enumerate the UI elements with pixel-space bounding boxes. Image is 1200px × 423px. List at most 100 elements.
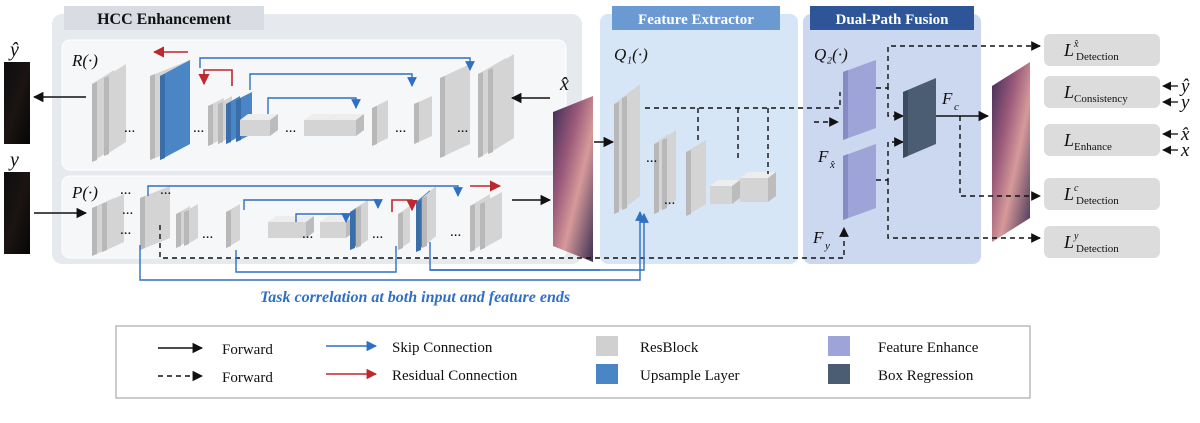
svg-text:...: ... <box>450 224 461 240</box>
legend-resblock-swatch <box>596 336 618 356</box>
feature-enhance-bottom <box>843 144 876 220</box>
image-y-hat <box>4 62 30 144</box>
resblock <box>372 100 388 146</box>
label-y: y <box>8 149 19 171</box>
resblock <box>398 206 410 250</box>
loss-box-frame <box>1044 124 1160 156</box>
resblock <box>622 84 640 210</box>
resblock <box>276 216 314 238</box>
resblock <box>414 96 432 144</box>
network-blocks <box>92 54 776 256</box>
svg-text:...: ... <box>193 120 204 136</box>
resblock <box>184 204 198 246</box>
legend-resblock: ResBlock <box>640 340 699 356</box>
skip-to-fe <box>430 213 649 271</box>
svg-text:...: ... <box>646 150 657 166</box>
loss-label: LEnhance <box>1063 130 1112 153</box>
loss-box: LConsistency ŷy <box>1044 76 1190 113</box>
svg-text:x̂: x̂ <box>829 159 835 171</box>
dashed-arrows <box>159 41 1041 259</box>
svg-text:...: ... <box>120 222 131 238</box>
loss-box-frame <box>1044 178 1160 210</box>
svg-text:...: ... <box>285 120 296 136</box>
resblock <box>422 186 436 248</box>
svg-text:y: y <box>824 240 830 252</box>
label-q1-func: Q₁(·) <box>614 45 648 64</box>
resblock <box>226 204 240 248</box>
svg-text:F: F <box>812 228 824 247</box>
resblock <box>440 64 470 158</box>
svg-text:F: F <box>817 147 829 166</box>
loss-label: LConsistency <box>1063 82 1128 105</box>
label-x-hat: x̂ <box>559 73 569 95</box>
legend-upsample: Upsample Layer <box>640 368 740 384</box>
svg-text:...: ... <box>395 120 406 136</box>
svg-text:c: c <box>954 101 959 113</box>
label-f-xhat: F x̂ <box>817 147 835 171</box>
loss-input-symbol: x̂ <box>1180 124 1190 145</box>
label-f-y: F y <box>812 228 830 252</box>
svg-text:...: ... <box>302 226 313 242</box>
image-y <box>4 172 30 254</box>
resblock <box>356 200 368 248</box>
residual-connections <box>152 46 502 212</box>
legend-feature-enhance-swatch <box>828 336 850 356</box>
upsample-layer <box>160 60 190 160</box>
legend-feature-enhance: Feature Enhance <box>878 340 979 356</box>
task-correlation-label: Task correlation at both input and featu… <box>260 289 570 306</box>
legend-box-regression-swatch <box>828 364 850 384</box>
legend: Forward Forward Skip Connection Residual… <box>115 325 1031 399</box>
fe-header-box <box>612 6 780 30</box>
legend-forward-solid: Forward <box>222 342 273 358</box>
resblock <box>102 194 124 252</box>
resblock <box>662 130 676 210</box>
resblock <box>686 140 706 216</box>
loss-input-symbol: ŷ <box>1179 76 1190 97</box>
loss-input-symbol: x <box>1180 140 1190 161</box>
resblock <box>480 192 502 250</box>
svg-text:...: ... <box>372 226 383 242</box>
resblock <box>740 172 776 202</box>
loss-box-frame <box>1044 226 1160 258</box>
hcc-header-box <box>64 6 264 30</box>
loss-box: Lx̂Detection <box>1044 34 1160 66</box>
resblock <box>330 114 364 136</box>
resblock <box>710 180 740 204</box>
ellipses: ... ... ... ... ... ... ... ... ... ... … <box>120 120 675 242</box>
svg-text:F: F <box>941 89 953 108</box>
svg-text:...: ... <box>124 120 135 136</box>
loss-input-symbol: y <box>1179 92 1190 113</box>
label-q2-func: Q₂(·) <box>814 45 848 64</box>
fe-title: Feature Extractor <box>638 12 754 28</box>
label-r-func: R(·) <box>71 51 98 70</box>
label-p-func: P(·) <box>71 183 98 202</box>
label-y-hat: ŷ <box>8 39 19 61</box>
loss-box-frame <box>1044 34 1160 66</box>
label-f-c: F c <box>941 89 959 113</box>
svg-text:...: ... <box>160 182 171 198</box>
box-regression-block <box>903 78 936 158</box>
dp-header-box <box>810 6 974 30</box>
svg-text:...: ... <box>120 182 131 198</box>
loss-label: Lx̂Detection <box>1063 39 1119 63</box>
svg-text:...: ... <box>457 120 468 136</box>
svg-text:...: ... <box>202 226 213 242</box>
image-x-hat <box>553 96 593 262</box>
legend-skip: Skip Connection <box>392 340 493 356</box>
resblock <box>320 216 354 238</box>
feature-enhance-top <box>843 60 876 140</box>
dp-title: Dual-Path Fusion <box>836 12 950 28</box>
resblock <box>488 54 514 154</box>
loss-box: LEnhance x̂x <box>1044 124 1190 161</box>
resblock <box>240 114 278 136</box>
image-output <box>992 62 1030 242</box>
loss-box-frame <box>1044 76 1160 108</box>
forward-arrows <box>32 91 990 219</box>
hcc-title: HCC Enhancement <box>97 11 231 28</box>
